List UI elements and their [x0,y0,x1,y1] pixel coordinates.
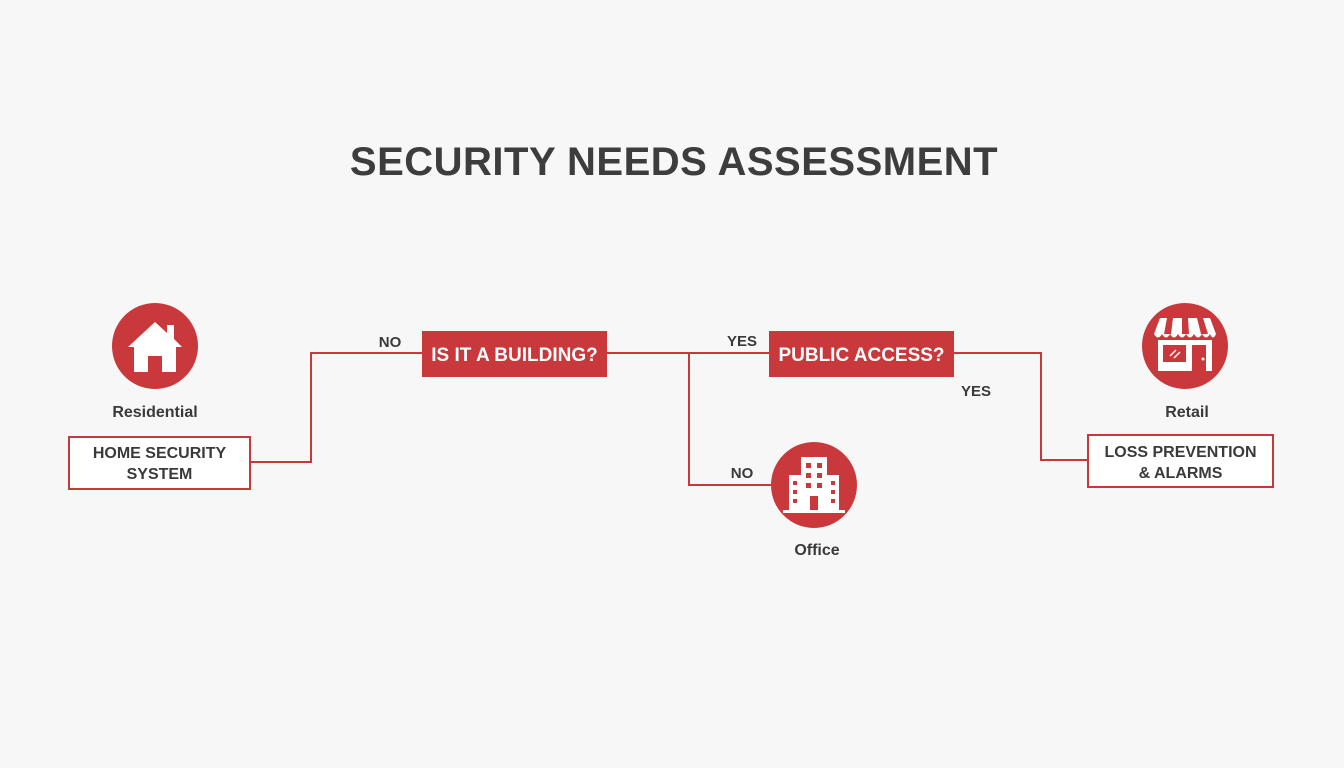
outcome-home-security: HOME SECURITY SYSTEM [68,436,251,490]
office-building-icon [783,457,845,513]
outcome-home-security-box [68,436,251,490]
retail-node: Retail [1142,303,1228,421]
storefront-icon [1154,318,1216,371]
office-node: Office [771,442,857,559]
outcome-loss-prevention-line-1: LOSS PREVENTION [1104,444,1256,461]
connectors [250,352,1088,486]
decision-building-label: IS IT A BUILDING? [431,345,597,366]
edge-public-no [688,353,771,486]
edge-label-public-no: NO [731,465,754,482]
edge-label-public-yes: YES [961,383,991,400]
outcome-home-security-line-2: SYSTEM [127,466,193,483]
edge-public-yes [954,352,1088,461]
edge-label-building-no: NO [379,334,402,351]
decision-building: IS IT A BUILDING? [422,331,607,377]
outcome-loss-prevention-box [1087,434,1274,488]
decision-public-access-label: PUBLIC ACCESS? [778,345,944,366]
residential-node: Residential [112,303,198,421]
outcome-home-security-line-1: HOME SECURITY [93,445,227,462]
outcome-loss-prevention-line-2: & ALARMS [1139,465,1223,482]
decision-public-access-box [769,331,954,377]
outcome-loss-prevention: LOSS PREVENTION & ALARMS [1087,434,1274,488]
retail-label: Retail [1165,404,1209,421]
office-label: Office [794,542,839,559]
page-title: SECURITY NEEDS ASSESSMENT [350,140,998,184]
residential-label: Residential [112,404,197,421]
decision-building-box [422,331,607,377]
edge-building-no [250,352,422,463]
decision-public-access: PUBLIC ACCESS? [769,331,954,377]
edge-label-building-yes: YES [727,333,757,350]
house-icon [128,322,182,372]
